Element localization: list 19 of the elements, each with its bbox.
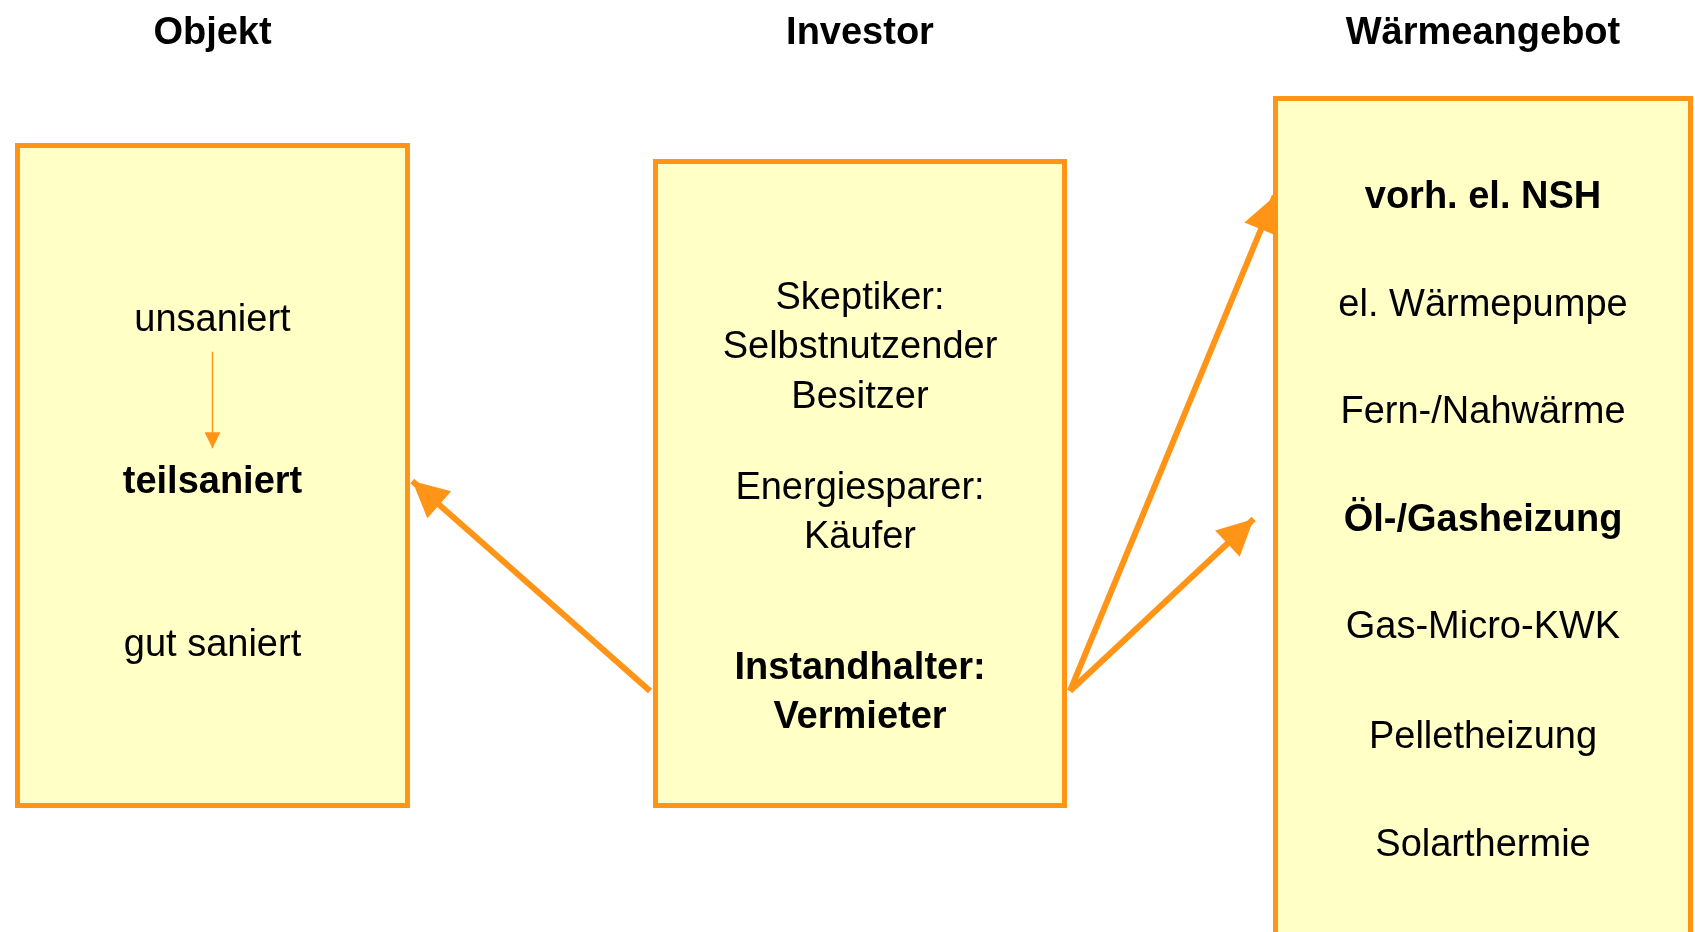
option-text: Gas-Micro-KWK bbox=[1345, 601, 1621, 651]
option-text: Skeptiker: Selbstnutzender Besitzer bbox=[680, 271, 1040, 421]
option-text: teilsaniert bbox=[122, 456, 303, 506]
arrow bbox=[1067, 516, 1256, 694]
arrow bbox=[204, 350, 221, 450]
column-heading: Objekt bbox=[153, 10, 272, 53]
option-text: Fern-/Nahwärme bbox=[1340, 386, 1626, 436]
option-text: Energiesparer: Käufer bbox=[700, 461, 1020, 561]
option-text: gut saniert bbox=[123, 619, 302, 669]
option-text: Instandhalter: Vermieter bbox=[700, 641, 1020, 741]
option-text: Solarthermie bbox=[1375, 819, 1591, 869]
option-text: Pelletheizung bbox=[1368, 711, 1598, 761]
option-text: vorh. el. NSH bbox=[1364, 171, 1602, 221]
arrow bbox=[410, 478, 652, 694]
column-heading: Investor bbox=[786, 10, 934, 53]
column-heading: Wärmeangebot bbox=[1345, 10, 1621, 53]
option-text: Öl-/Gasheizung bbox=[1343, 494, 1623, 544]
option-text: el. Wärmepumpe bbox=[1338, 279, 1628, 329]
option-text: unsaniert bbox=[134, 294, 291, 344]
